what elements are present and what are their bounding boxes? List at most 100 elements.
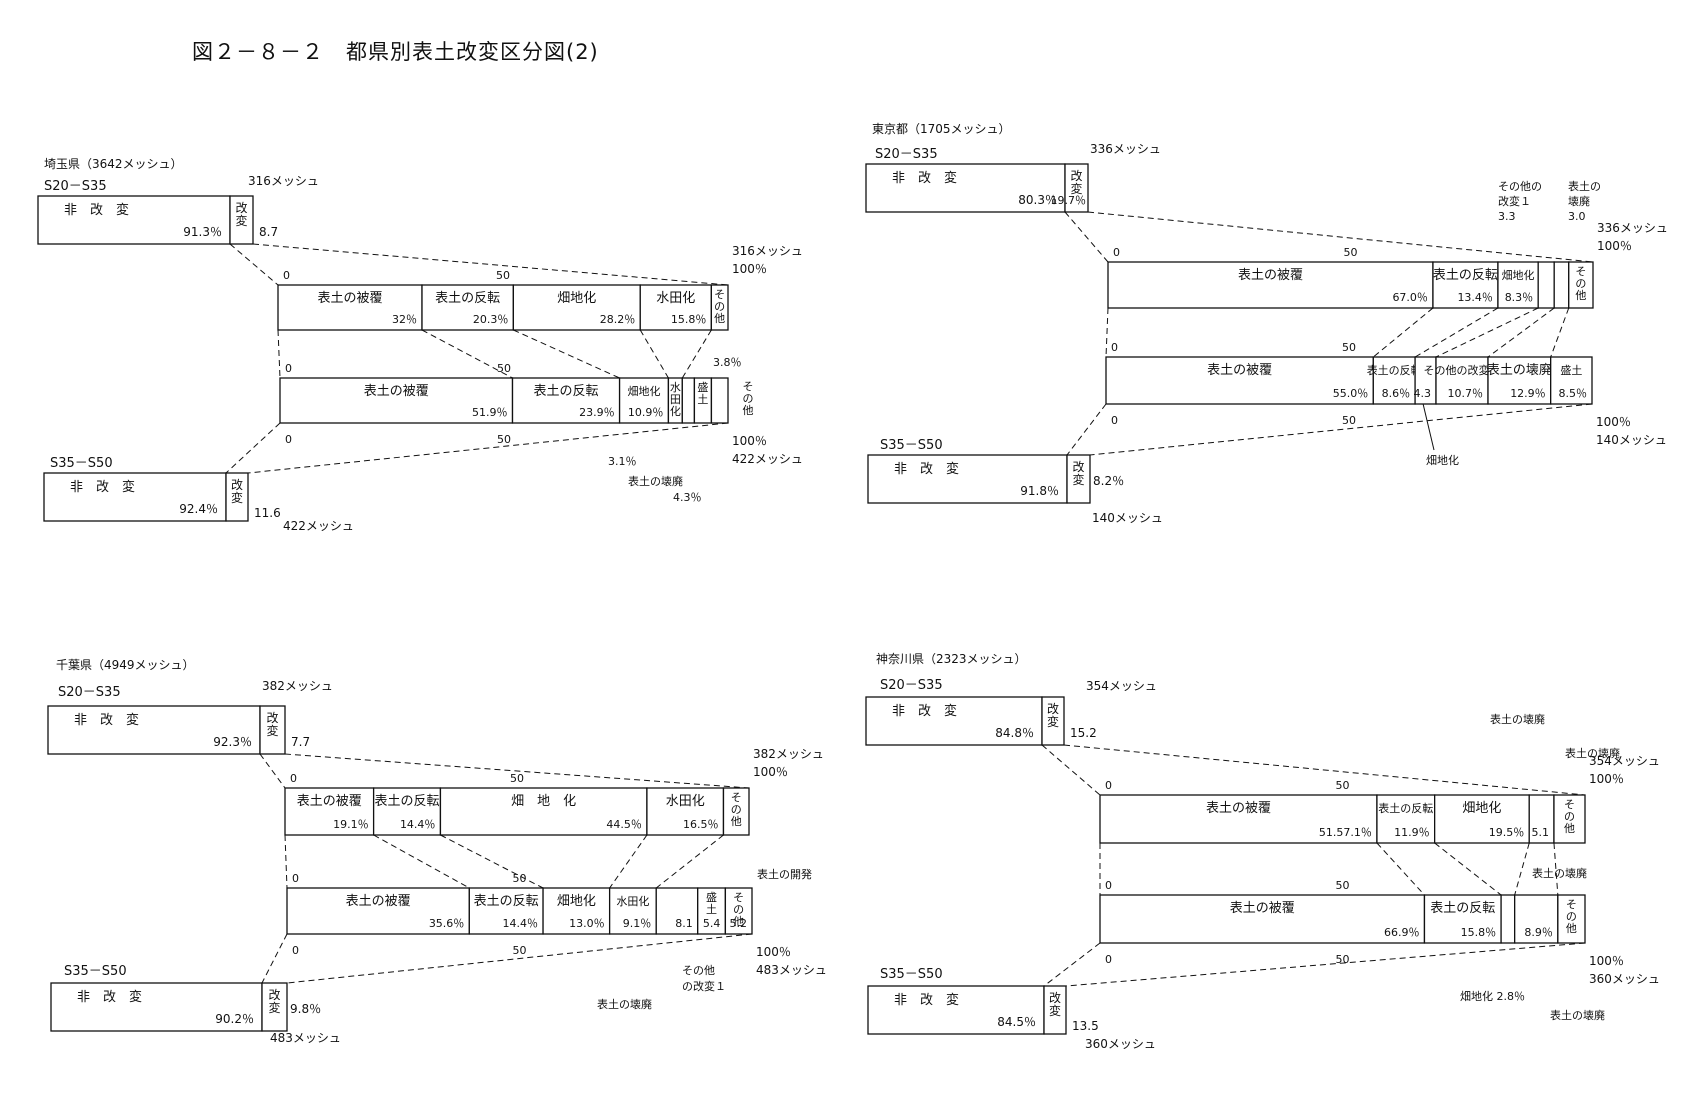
guide-line	[1065, 942, 1586, 987]
upper-mesh-count: 316メッシュ	[248, 174, 319, 188]
detail-lower-segment-label: その他の改変１	[1423, 363, 1500, 377]
lower-changed-bar	[261, 982, 288, 1032]
upper-changed-bar	[259, 705, 286, 755]
detail-lower-segment-value: 15.8％	[1461, 926, 1497, 939]
detail-lower-segment-label: 表土の被覆	[1207, 363, 1272, 378]
guide-line	[247, 422, 729, 474]
lower-changed-bar	[1043, 985, 1067, 1035]
detail-lower-segment-label: 表土の壊廃	[1487, 362, 1552, 378]
detail-upper-segment-value: 11.9％	[1394, 826, 1430, 839]
detail-upper-segment-label: 表土の被覆	[1206, 801, 1271, 816]
callout-lower: 表土の壊廃	[1532, 866, 1587, 880]
lower-changed-label-char: 変	[1049, 1003, 1061, 1018]
detail-upper-axis-tick-50: 50	[496, 269, 510, 282]
guide-line	[1376, 842, 1425, 896]
upper-changed-label-char: 変	[235, 213, 247, 228]
guide-line	[1434, 842, 1502, 896]
upper-unchanged-value: 92.3％	[213, 735, 252, 749]
detail-lower-end-pct: 100％	[1596, 415, 1631, 429]
upper-changed-label: 改変	[1047, 702, 1059, 729]
detail-lower-segment-label: 盛土	[706, 890, 717, 916]
detail-upper-axis-tick-0: 0	[290, 772, 297, 785]
lower-changed-label-char: 改	[1072, 460, 1084, 474]
guide-line	[229, 243, 279, 286]
detail-upper-axis-tick-50: 50	[1344, 246, 1358, 259]
callout-lower: 表土の開発	[757, 867, 812, 881]
detail-lower-end-pct: 100％	[1589, 954, 1624, 968]
detail-upper-segment-label: 表土の被覆	[1238, 268, 1303, 283]
lower-period-label: S35－S50	[64, 964, 127, 979]
callout-lower: 表土の壊廃	[1565, 746, 1620, 760]
lower-unchanged-label: 非 改 変	[894, 461, 959, 477]
guide-line	[1414, 307, 1499, 358]
upper-changed-label-char: 改	[235, 201, 247, 215]
upper-unchanged-bar	[865, 696, 1043, 746]
detail-lower-axis-50: 50	[1342, 414, 1356, 427]
detail-lower-axis-tick-50: 50	[1342, 341, 1356, 354]
detail-upper-segment-label-char: 他	[714, 312, 725, 325]
lower-unchanged-label: 非 改 変	[70, 479, 135, 495]
detail-lower-segment-label-char: そ	[733, 891, 744, 904]
callout-lower: 4.3％	[673, 491, 702, 504]
detail-lower-segment-label: 水田化	[616, 894, 649, 908]
detail-upper-segment-value: 32％	[392, 313, 417, 326]
callout-lower: 表土の壊廃	[597, 997, 652, 1011]
upper-period-label: S20－S35	[44, 179, 107, 194]
guide-line	[277, 329, 281, 379]
guide-line	[252, 243, 729, 286]
detail-upper-end-mesh: 316メッシュ	[732, 244, 803, 258]
upper-unchanged-value: 91.3％	[183, 225, 222, 239]
detail-upper-segment-value: 28.2％	[600, 313, 636, 326]
detail-lower-segment-label-char: 土	[706, 903, 717, 916]
detail-lower-segment-bar	[1487, 356, 1552, 405]
detail-upper-segment-bar	[1107, 261, 1434, 309]
guide-line	[284, 834, 288, 889]
lower-unchanged-value: 91.8％	[1020, 484, 1059, 498]
detail-upper-segment-value: 19.1％	[333, 818, 369, 831]
upper-changed-value: 19.7％	[1051, 194, 1087, 207]
detail-lower-segment-label-char: 水	[670, 381, 681, 394]
detail-lower-segment-label: 表土の被覆	[364, 384, 429, 399]
upper-changed-label-char: 改	[1047, 702, 1059, 716]
detail-upper-segment-label-char: そ	[1575, 265, 1586, 278]
detail-upper-segment-bar	[646, 787, 725, 836]
callout-upper: 表土の壊廃	[1490, 712, 1545, 726]
detail-lower-segment-bar	[468, 887, 544, 935]
lower-changed-label: 改変	[1049, 991, 1061, 1018]
upper-changed-value: 8.7	[259, 225, 278, 239]
detail-upper-end-mesh: 382メッシュ	[753, 747, 824, 761]
detail-upper-segment-label: 表土の被覆	[297, 794, 362, 809]
guide-line	[1553, 842, 1559, 896]
lower-changed-value: 8.2％	[1093, 474, 1124, 488]
upper-changed-label-char: 変	[1070, 181, 1082, 196]
detail-upper-segment-value: 19.5％	[1489, 826, 1525, 839]
upper-period-label: S20－S35	[58, 685, 121, 700]
lower-changed-label-char: 変	[1072, 472, 1084, 487]
upper-unchanged-bar	[47, 705, 261, 755]
lower-unchanged-bar	[867, 985, 1045, 1035]
lower-unchanged-value: 90.2％	[215, 1012, 254, 1026]
detail-upper-segment-label-char: の	[714, 300, 725, 313]
detail-lower-segment-value: 5.2	[730, 917, 748, 930]
detail-lower-segment-label-char: 土	[697, 393, 708, 406]
callout-lower: 3.8％	[713, 356, 742, 369]
lower-changed-bar	[1066, 454, 1091, 504]
detail-upper-segment-bar	[372, 787, 442, 836]
detail-upper-segment-value: 8.3％	[1505, 291, 1534, 304]
detail-lower-segment-value: 10.7％	[1447, 387, 1483, 400]
detail-upper-segment-bar	[1537, 261, 1555, 309]
detail-lower-axis-50: 50	[1336, 953, 1350, 966]
upper-changed-label: 改変	[266, 711, 278, 738]
lower-unchanged-label: 非 改 変	[77, 989, 142, 1005]
detail-lower-segment-bar	[1550, 356, 1593, 405]
detail-lower-segment-bar	[1500, 894, 1516, 944]
lower-changed-label: 改変	[1072, 460, 1084, 487]
detail-upper-segment-bar	[722, 787, 750, 836]
detail-lower-segment-value: 4.3	[1413, 387, 1431, 400]
detail-lower-end-pct: 100％	[732, 434, 767, 448]
detail-lower-segment-label-char: 盛	[706, 890, 717, 904]
